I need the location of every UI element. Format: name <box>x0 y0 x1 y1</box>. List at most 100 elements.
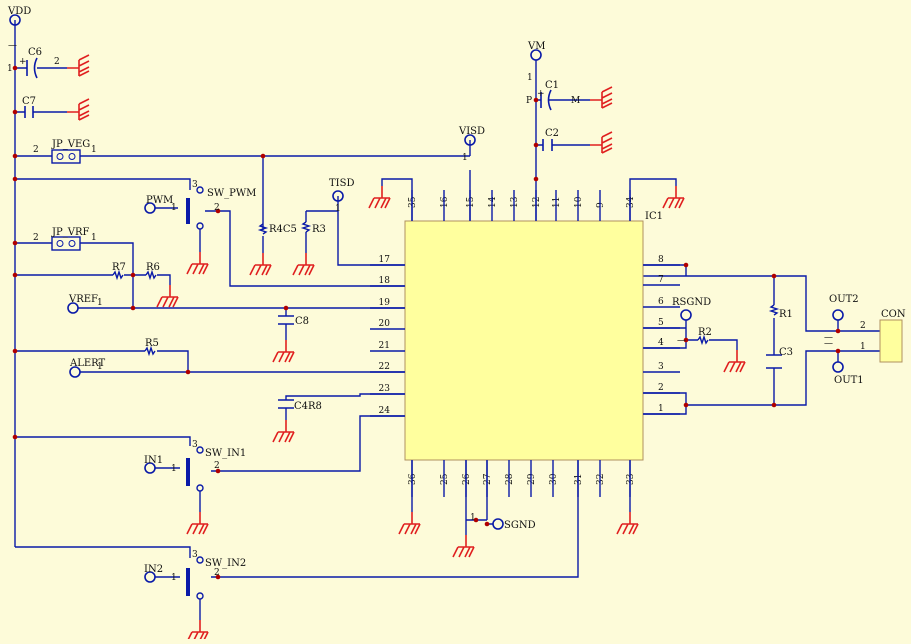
connector-body <box>879 319 903 363</box>
sw-in1-pin1: 1 <box>171 464 177 474</box>
out2-label: OUT2 <box>829 294 859 305</box>
visd-label: VISD <box>458 126 485 137</box>
labels: VDD VM VISD TISD PWM VREF ALERT IN1 IN2 … <box>7 6 906 583</box>
jp-vrf-pin1: 1 <box>91 233 97 243</box>
ic1-pin-28: 28 <box>505 473 515 485</box>
ic1-pin-7: 7 <box>658 275 664 285</box>
c1-p: P <box>526 96 532 106</box>
in1-label: IN1 <box>144 455 163 466</box>
ic1-pin-17: 17 <box>379 255 391 265</box>
ic1-pin-6: 6 <box>658 297 664 307</box>
resistors <box>112 221 780 357</box>
c6-plus: + <box>19 57 27 67</box>
sw-pwm-pin2: 2 <box>214 203 220 213</box>
alert-label: ALERT <box>69 358 106 369</box>
ic1-pin-21: 21 <box>379 341 390 351</box>
con-pin2: 2 <box>860 321 866 331</box>
con-pin1: 1 <box>860 342 866 352</box>
out1-label: OUT1 <box>834 375 864 386</box>
sw-in1-pin3: 3 <box>192 440 198 450</box>
ic1-pin-13: 13 <box>510 196 520 208</box>
r4c5-label: R4C5 <box>269 224 297 235</box>
out-marker-2: — <box>824 339 833 349</box>
c8-label: C8 <box>295 316 309 327</box>
c6-pin1: 1 <box>7 64 13 74</box>
vdd-minus: — <box>8 41 17 51</box>
sw-pwm-pin3: 3 <box>192 180 198 190</box>
c7-label: C7 <box>22 96 36 107</box>
sw-pwm-pin1: 1 <box>171 203 177 213</box>
ic1-body <box>404 220 644 461</box>
c6-label: C6 <box>28 47 42 58</box>
ic1-pin-15: 15 <box>466 196 476 208</box>
c1-label: C1 <box>545 80 559 91</box>
vm-pin1: 1 <box>527 73 533 83</box>
rsgnd-marker: — <box>677 336 686 346</box>
sw-in1-pin2: 2 <box>214 461 220 471</box>
ic1-pin-2: 2 <box>658 383 664 393</box>
ic1-pin-8: 8 <box>658 255 664 265</box>
ic1-pin-25: 25 <box>440 473 450 485</box>
ic1-pin-33: 33 <box>626 473 636 485</box>
ic1-pin-4: 4 <box>658 338 664 348</box>
sw-in1-label: SW_IN1 <box>205 448 246 459</box>
out-marker-1: — <box>824 333 833 343</box>
con-label: CON <box>881 309 906 320</box>
vdd-label: VDD <box>7 6 31 17</box>
ic1-pin-5: 5 <box>658 318 664 328</box>
ic1-pin-19: 19 <box>379 298 391 308</box>
r6-label: R6 <box>146 262 160 273</box>
ic1-pin-12: 12 <box>532 197 542 208</box>
tisd-label: TISD <box>329 178 355 189</box>
r5-label: R5 <box>145 338 159 349</box>
ic1-pin-26: 26 <box>462 473 472 485</box>
visd-pin1: 1 <box>462 153 468 163</box>
jumpers <box>51 149 81 251</box>
in2-label: IN2 <box>144 564 163 575</box>
sgnd-label: SGND <box>504 520 536 531</box>
vref-pin1: 1 <box>97 298 103 308</box>
c2-label: C2 <box>545 128 559 139</box>
ic1-pin-34: 34 <box>626 196 636 208</box>
ic1-label: IC1 <box>645 211 663 222</box>
ic1-pin-16: 16 <box>440 196 450 208</box>
sw-in2-pin1: 1 <box>171 573 177 583</box>
r2-label: R2 <box>698 327 712 338</box>
jp-vrf-label: JP_VRF <box>51 227 89 238</box>
ic1-pin-stubs <box>370 190 680 497</box>
ic1-pin-30: 30 <box>549 473 559 485</box>
alert-pin1: 1 <box>97 362 103 372</box>
c6-pin2: 2 <box>54 57 60 67</box>
ic1-pin-32: 32 <box>596 474 606 485</box>
jp-veg-pin2: 2 <box>33 145 39 155</box>
r3-label: R3 <box>312 224 326 235</box>
ic1-pin-24: 24 <box>379 406 391 416</box>
ic1-pin-9: 9 <box>596 202 606 208</box>
ic1-pin-35: 35 <box>408 196 418 208</box>
vm-label: VM <box>527 41 545 52</box>
jp-veg-label: JP_VEG <box>51 139 90 150</box>
ic1-pin-3: 3 <box>658 362 664 372</box>
c4r8-label: C4R8 <box>294 401 322 412</box>
c1-plus: + <box>537 89 545 99</box>
sw-in2-label: SW_IN2 <box>205 558 246 569</box>
switches <box>186 186 204 620</box>
vref-label: VREF <box>68 294 98 305</box>
ic1-pin-29: 29 <box>527 473 537 485</box>
tisd-pin1: 1 <box>335 204 341 214</box>
ic1-pin-14: 14 <box>488 196 498 208</box>
jp-vrf-pin2: 2 <box>33 233 39 243</box>
sw-in2-pin3: 3 <box>192 550 198 560</box>
ic1-pin-18: 18 <box>379 276 391 286</box>
sw-in2-pin2: 2 <box>214 568 220 578</box>
pwm-label: PWM <box>146 195 173 206</box>
ic1-pin-11: 11 <box>552 197 562 208</box>
sgnd-pin1: 1 <box>470 513 476 523</box>
jp-veg-pin1: 1 <box>91 145 97 155</box>
junctions <box>12 65 841 580</box>
rsgnd-label: RSGND <box>672 297 711 308</box>
ic1-pin-27: 27 <box>483 473 493 485</box>
c1-m: M <box>571 96 580 106</box>
